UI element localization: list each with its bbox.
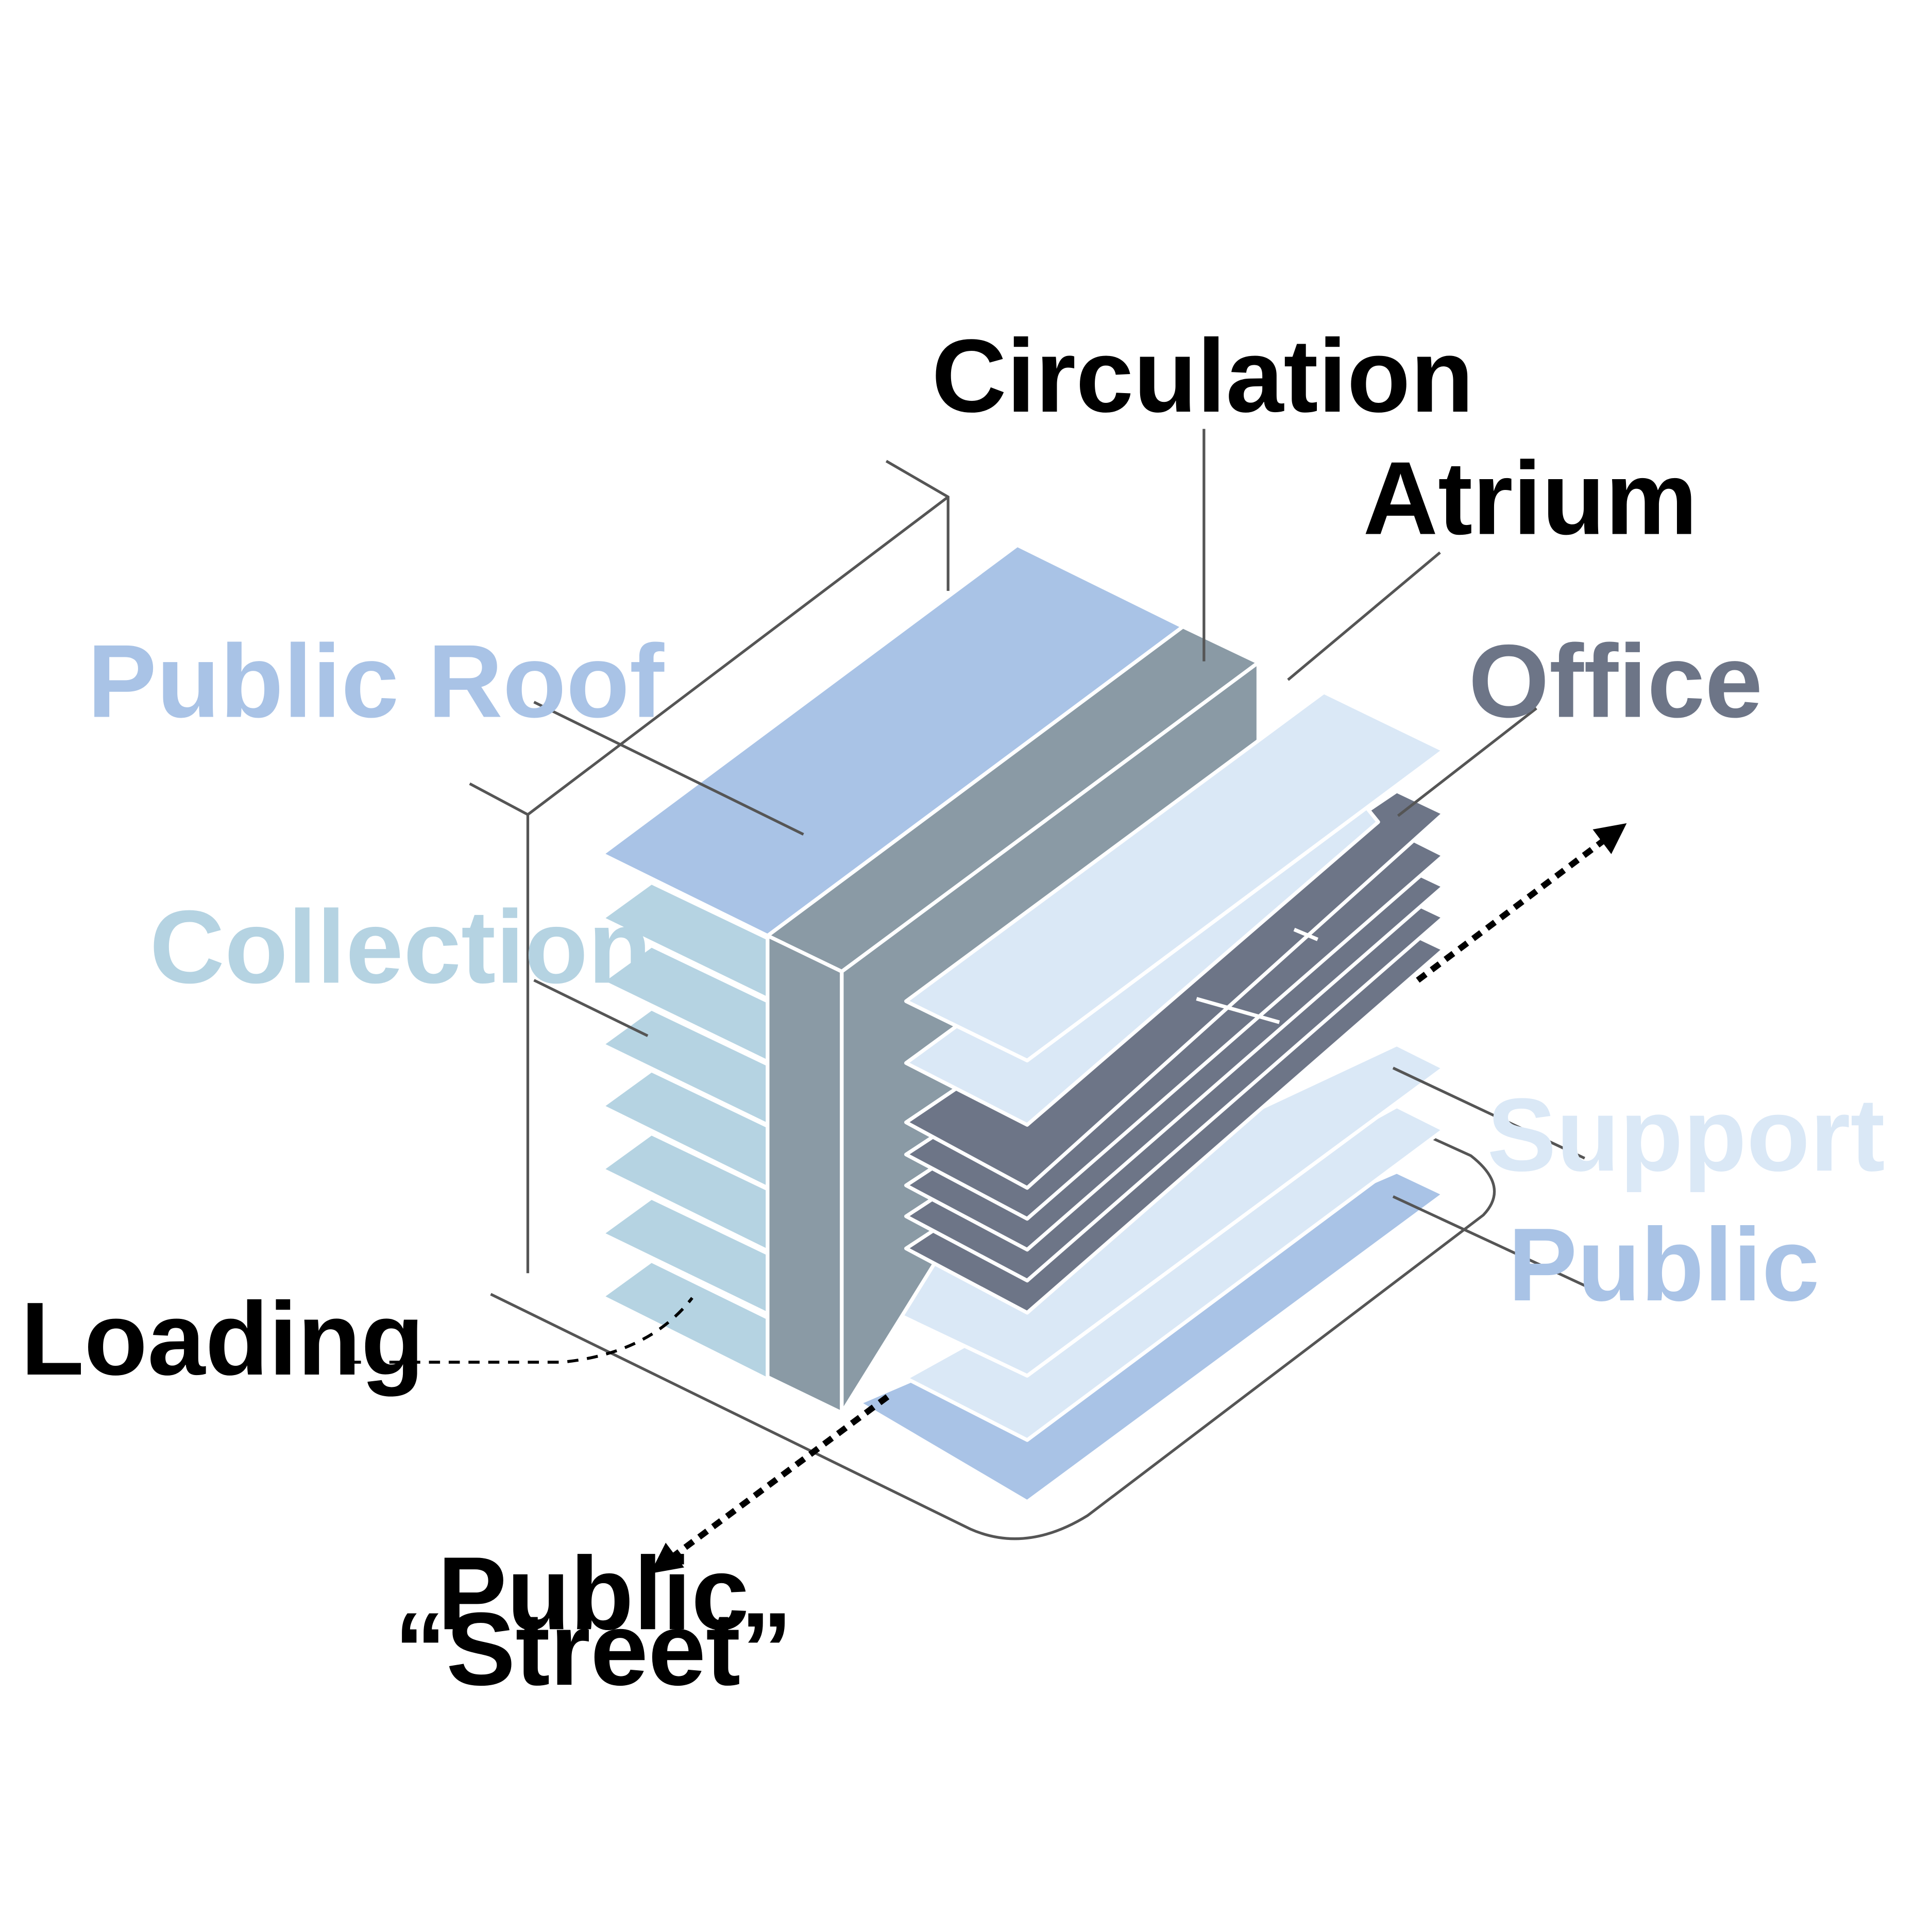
label-public: Public bbox=[1508, 1207, 1820, 1323]
arrow-up-right-icon bbox=[1416, 823, 1627, 983]
label-support: Support bbox=[1487, 1077, 1885, 1193]
site-frame bbox=[469, 460, 1496, 1540]
leader-support bbox=[1392, 1066, 1585, 1160]
leader-office bbox=[1397, 707, 1537, 817]
leader-atrium bbox=[1287, 551, 1441, 681]
atrium-levels bbox=[904, 690, 1446, 1127]
label-street-line1: Public bbox=[437, 1535, 749, 1651]
leader-lines bbox=[533, 429, 1585, 1287]
leader-public-roof bbox=[533, 701, 804, 836]
leader-collection bbox=[533, 979, 649, 1037]
label-atrium: Atrium bbox=[1363, 440, 1698, 556]
label-circulation: Circulation bbox=[931, 318, 1473, 434]
collection-stack bbox=[600, 880, 770, 1382]
label-street-line2: “Street” bbox=[394, 1591, 792, 1707]
label-public-roof: Public Roof bbox=[88, 623, 665, 739]
circulation-front bbox=[766, 934, 844, 1415]
leader-public bbox=[1392, 1195, 1585, 1287]
label-collection: Collection bbox=[149, 889, 651, 1005]
atrium-plate-1 bbox=[904, 690, 1446, 1063]
label-loading: Loading bbox=[21, 1281, 425, 1397]
loading-path bbox=[349, 1297, 693, 1364]
label-office: Office bbox=[1468, 623, 1762, 739]
arrow-down-left-icon bbox=[650, 1394, 890, 1574]
